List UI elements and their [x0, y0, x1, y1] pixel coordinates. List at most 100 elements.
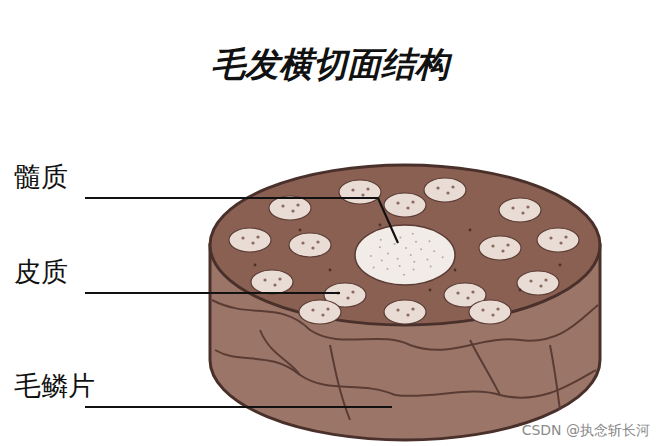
cuticle-scales	[212, 300, 598, 420]
medulla-dot	[410, 254, 412, 256]
pigment-dot	[454, 269, 457, 272]
medulla-dot	[405, 247, 407, 249]
cell-dot	[456, 291, 459, 294]
cortex-cell	[251, 270, 293, 294]
cell-dot	[539, 284, 542, 287]
cell-dot	[396, 201, 399, 204]
pigment-dot	[299, 229, 302, 232]
medulla-dot	[413, 268, 415, 270]
cell-dot	[281, 204, 284, 207]
cell-dot	[291, 209, 294, 212]
cell-dot	[436, 186, 439, 189]
cell-dot	[256, 235, 259, 238]
medulla-dot	[415, 241, 417, 243]
cell-dot	[446, 191, 449, 194]
cortex-cell	[384, 193, 426, 217]
cell-dot	[316, 240, 319, 243]
cell-dot	[321, 313, 324, 316]
cell-dot	[491, 313, 494, 316]
medulla-dot	[394, 243, 396, 245]
medulla-dot	[381, 259, 383, 261]
cell-dot	[251, 241, 254, 244]
medulla-dot	[442, 256, 444, 258]
medulla-dot	[387, 252, 389, 254]
cell-dot	[301, 241, 304, 244]
cell-dot	[241, 236, 244, 239]
cell-dot	[406, 313, 409, 316]
cortex-cell	[499, 198, 541, 222]
cortex-cells	[229, 178, 579, 324]
cortex-cell	[229, 228, 271, 252]
cortex-cell	[517, 271, 559, 295]
pigment-dot	[429, 289, 432, 292]
medulla-dot	[403, 274, 405, 276]
cell-dot	[544, 278, 547, 281]
cortex-cell	[384, 300, 426, 324]
watermark: CSDN @执念斩长河	[522, 422, 650, 440]
cell-dot	[311, 246, 314, 249]
cell-dot	[511, 206, 514, 209]
cell-dot	[411, 307, 414, 310]
medulla-dot	[428, 240, 430, 242]
cell-dot	[471, 290, 474, 293]
pigment-dot	[329, 269, 332, 272]
pigment-dot	[379, 224, 382, 227]
medulla-dot	[386, 268, 388, 270]
medulla-dots	[370, 233, 444, 276]
cell-dot	[521, 211, 524, 214]
cell-dot	[491, 244, 494, 247]
cell-dot	[564, 235, 567, 238]
cell-dot	[526, 205, 529, 208]
cell-dot	[296, 203, 299, 206]
cortex-cell	[424, 178, 466, 202]
cortex-cell	[339, 180, 381, 204]
cortex-cell	[289, 233, 331, 257]
medulla-dot	[433, 250, 435, 252]
cell-dot	[529, 279, 532, 282]
part-label: 髓质	[14, 159, 68, 195]
cell-dot	[278, 277, 281, 280]
cell-dot	[273, 283, 276, 286]
cell-dot	[411, 200, 414, 203]
medulla-dot	[399, 237, 401, 239]
cell-dot	[559, 241, 562, 244]
cell-dot	[346, 296, 349, 299]
medulla-dot	[379, 246, 381, 248]
pigment-dot	[254, 264, 257, 267]
cell-dot	[451, 185, 454, 188]
cell-dot	[506, 243, 509, 246]
cell-dot	[366, 187, 369, 190]
cortex-cell	[469, 300, 511, 324]
pigment-dot	[559, 264, 562, 267]
cell-dot	[496, 307, 499, 310]
part-label: 皮质	[14, 254, 68, 290]
hair-top	[210, 165, 600, 325]
medulla-dot	[370, 255, 372, 257]
medulla-dot	[397, 258, 399, 260]
cell-dot	[501, 249, 504, 252]
medulla	[355, 225, 455, 285]
cortex-cell	[479, 236, 521, 260]
cell-dot	[549, 236, 552, 239]
medulla-dot	[430, 266, 432, 268]
pigment-dot	[519, 289, 522, 292]
part-label: 毛鳞片	[14, 368, 95, 404]
medulla-dot	[426, 258, 428, 260]
medulla-dot	[399, 265, 401, 267]
cell-dot	[481, 308, 484, 311]
medulla-dot	[373, 267, 375, 269]
cortex-cell	[299, 300, 341, 324]
cortex-cell	[269, 196, 311, 220]
cell-dot	[326, 307, 329, 310]
cell-dot	[311, 308, 314, 311]
medulla-dot	[412, 233, 414, 235]
diagram-title: 毛发横切面结构	[211, 42, 449, 88]
medulla-dot	[380, 239, 382, 241]
cell-dot	[396, 308, 399, 311]
cortex-cell	[537, 228, 579, 252]
cell-dot	[361, 193, 364, 196]
cell-dot	[351, 188, 354, 191]
cell-dot	[263, 278, 266, 281]
medulla-dot	[413, 261, 415, 263]
medulla-dot	[420, 248, 422, 250]
